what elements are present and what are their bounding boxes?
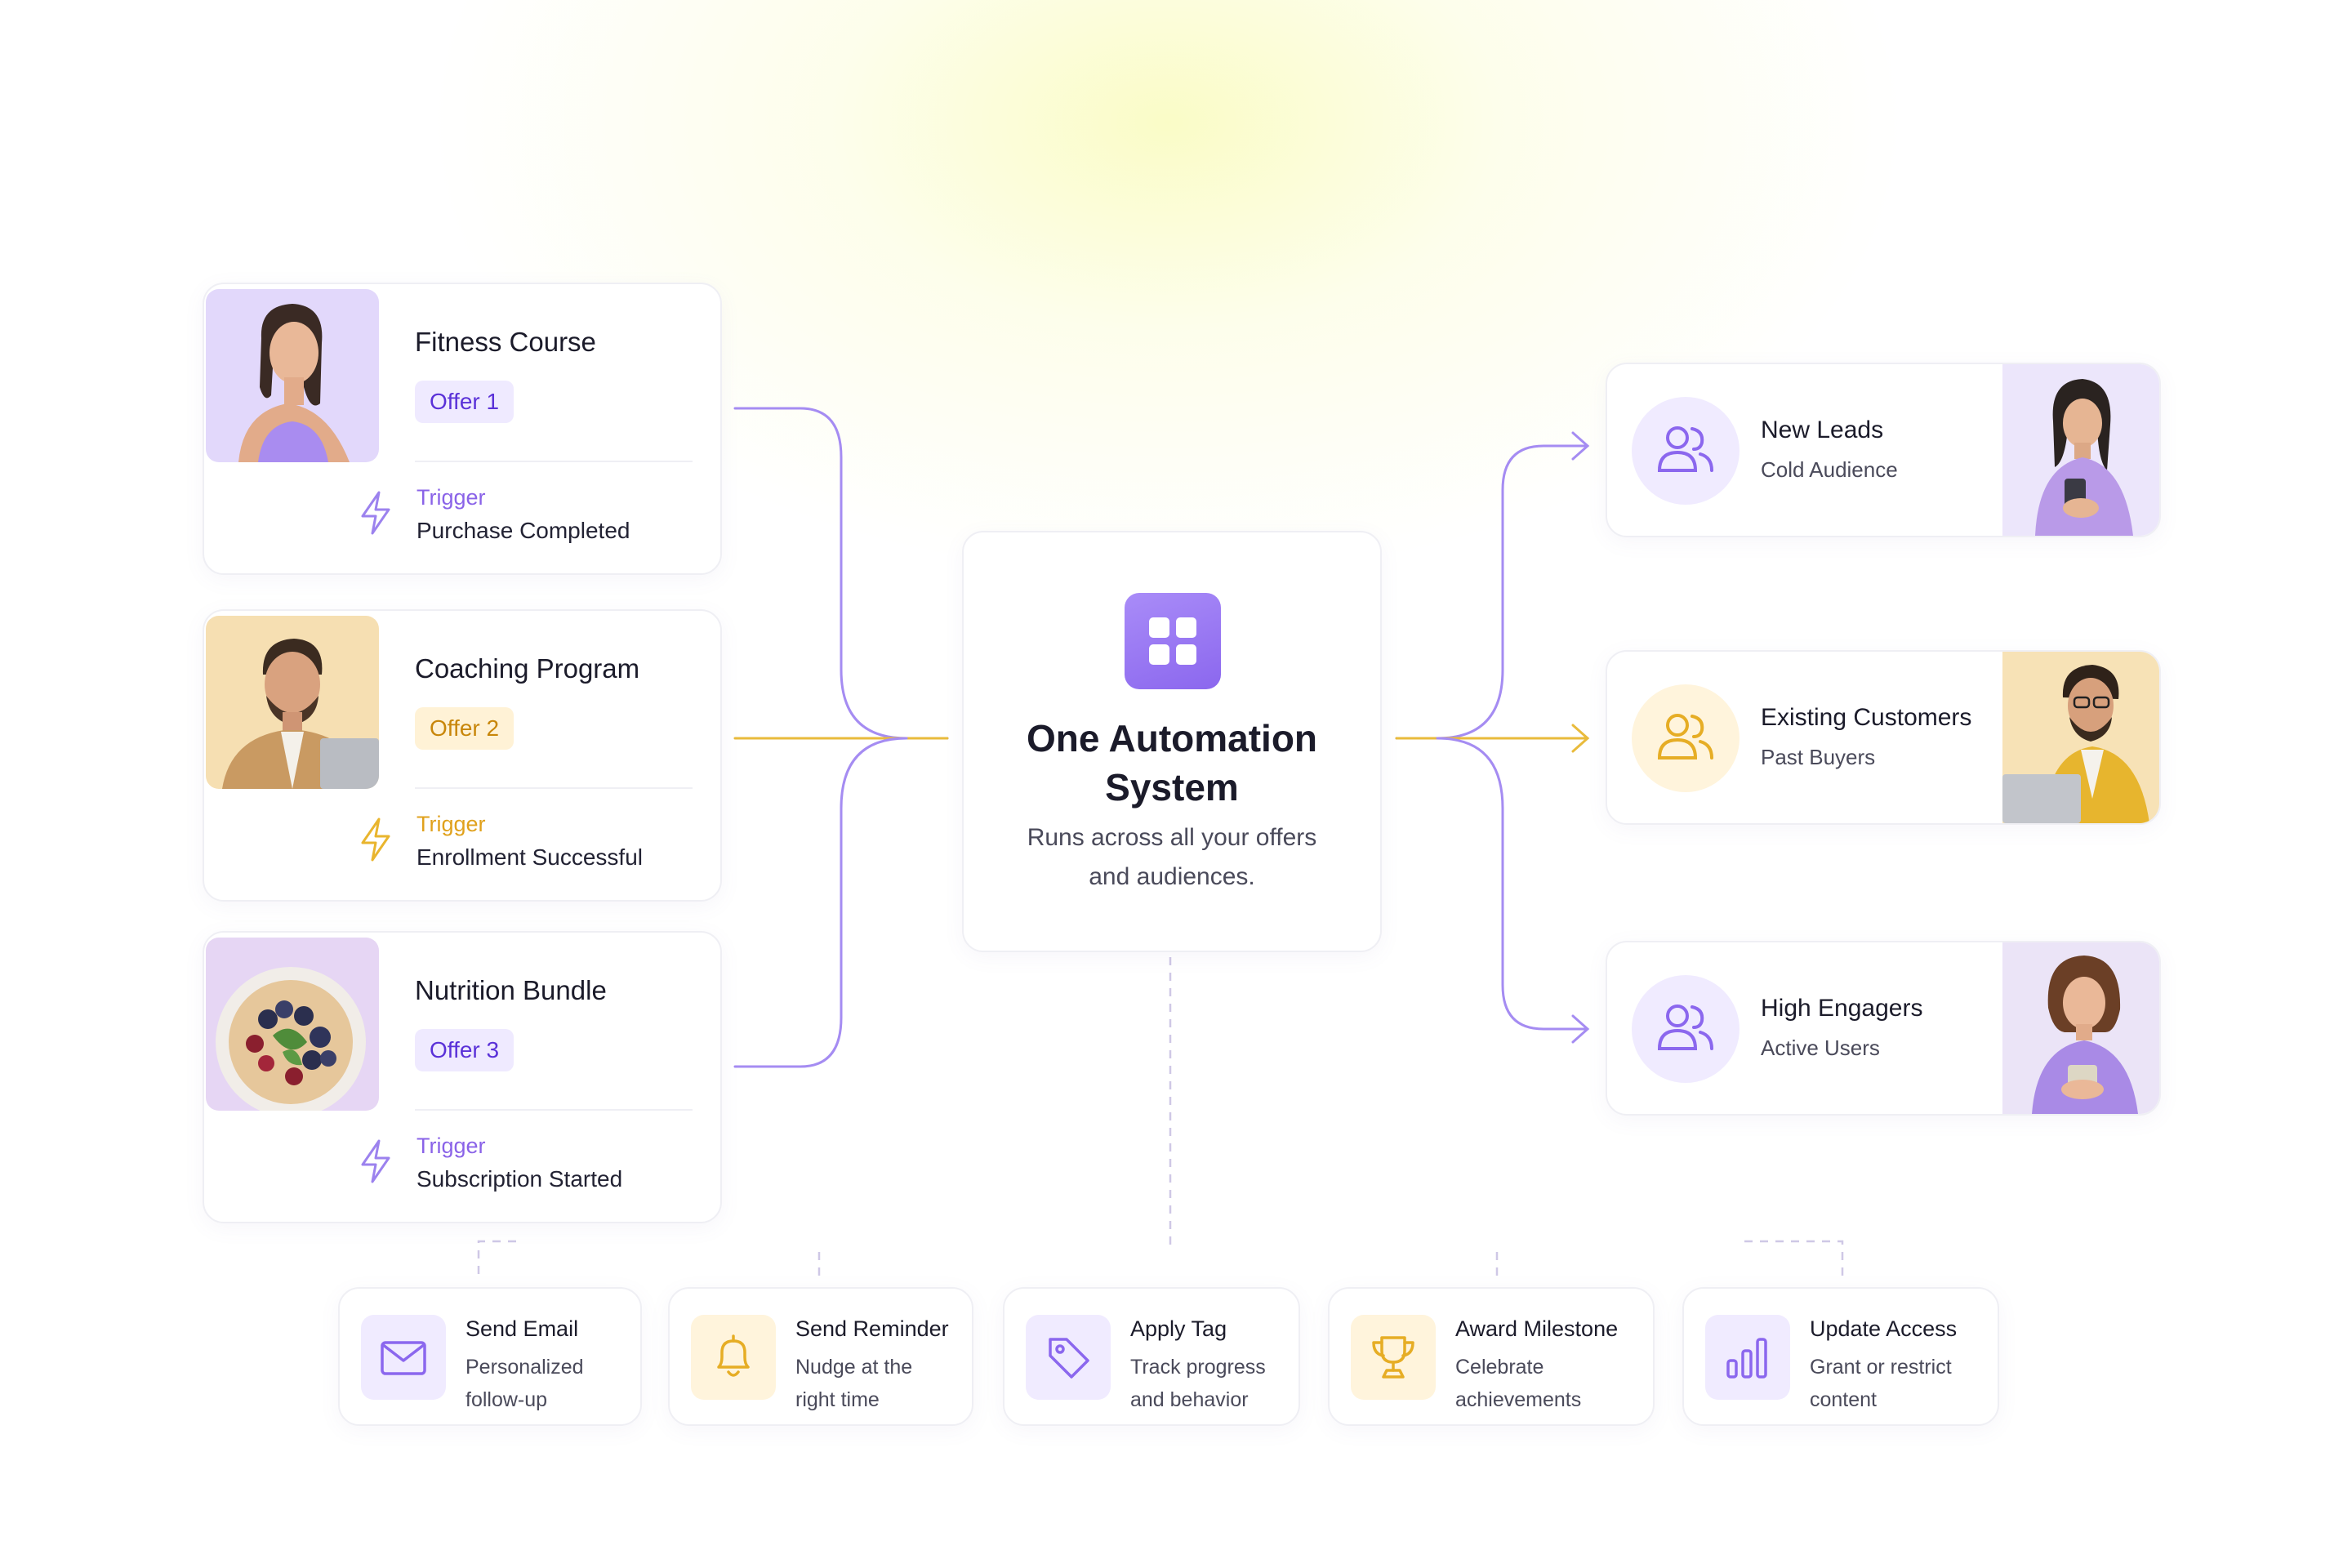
offer-badge: Offer 1 [415, 381, 514, 423]
users-icon [1632, 397, 1740, 505]
action-description-line: Celebrate [1455, 1356, 1544, 1379]
offer-badge: Offer 3 [415, 1029, 514, 1071]
audience-subtitle: Cold Audience [1761, 457, 1898, 482]
action-card-send-reminder[interactable]: Send Reminder Nudge at the right time [668, 1287, 973, 1426]
offer-card-nutrition[interactable]: Nutrition Bundle Offer 3 Trigger Subscri… [203, 931, 722, 1223]
audience-subtitle: Active Users [1761, 1036, 1880, 1060]
trigger-label: Trigger [416, 812, 486, 836]
divider [415, 787, 693, 789]
high-engagers-photo [2002, 942, 2159, 1114]
action-card-send-email[interactable]: Send Email Personalized follow-up [338, 1287, 642, 1426]
bar-chart-icon [1705, 1315, 1790, 1400]
trigger-value: Enrollment Successful [416, 844, 644, 870]
coaching-photo [206, 616, 379, 789]
action-description-line: achievements [1455, 1388, 1582, 1411]
existing-customers-photo [2002, 652, 2159, 823]
fitness-photo [206, 289, 379, 462]
action-card-apply-tag[interactable]: Apply Tag Track progress and behavior [1003, 1287, 1300, 1426]
offer-title: Fitness Course [415, 327, 596, 357]
trigger-label: Trigger [416, 1134, 486, 1158]
action-card-update-access[interactable]: Update Access Grant or restrict content [1682, 1287, 1999, 1426]
users-icon [1632, 975, 1740, 1083]
connector-audience-1-arrow [1571, 431, 1590, 461]
offer-badge: Offer 2 [415, 707, 514, 750]
action-description: Celebrate achievements [1455, 1351, 1581, 1416]
connector-action-5 [1743, 1240, 1844, 1276]
action-description-line: Track progress [1130, 1356, 1266, 1379]
trigger-label: Trigger [416, 485, 486, 510]
offer-card-fitness[interactable]: Fitness Course Offer 1 Trigger Purchase … [203, 283, 722, 575]
action-description-line: right time [795, 1388, 880, 1411]
trigger-value: Subscription Started [416, 1166, 623, 1192]
audience-card-high-engagers[interactable]: High Engagers Active Users [1606, 941, 2161, 1116]
tag-icon [1026, 1315, 1111, 1400]
action-title: Apply Tag [1130, 1316, 1227, 1341]
audience-title: High Engagers [1761, 995, 1923, 1022]
new-leads-photo [2002, 364, 2159, 536]
connector-audience-1 [1395, 444, 1588, 740]
center-subtitle: Runs across all your offers and audience… [1027, 824, 1317, 890]
action-description: Track progress and behavior [1130, 1351, 1266, 1416]
divider [415, 1109, 693, 1111]
offer-title: Coaching Program [415, 653, 640, 684]
action-title: Send Email [466, 1316, 579, 1341]
divider [415, 461, 693, 462]
connector-audience-3-arrow [1571, 1014, 1590, 1044]
action-description-line: Grant or restrict [1810, 1356, 1952, 1379]
action-description-line: follow-up [466, 1388, 548, 1411]
audience-subtitle: Past Buyers [1761, 745, 1876, 769]
automation-system-card[interactable]: One Automation System Runs across all yo… [962, 531, 1382, 952]
action-card-award-milestone[interactable]: Award Milestone Celebrate achievements [1328, 1287, 1655, 1426]
connector-action-1 [477, 1240, 516, 1274]
nutrition-photo [206, 938, 379, 1111]
lightning-icon [361, 1139, 390, 1183]
action-description-line: Nudge at the [795, 1356, 913, 1379]
action-description: Personalized follow-up [466, 1351, 584, 1416]
center-title: One Automation System [1026, 717, 1318, 808]
action-description: Nudge at the right time [795, 1351, 912, 1416]
audience-title: New Leads [1761, 416, 1884, 443]
lightning-icon [361, 817, 390, 862]
trigger-value: Purchase Completed [416, 518, 630, 543]
users-icon [1632, 684, 1740, 792]
audience-card-existing-customers[interactable]: Existing Customers Past Buyers [1606, 650, 2161, 825]
offer-card-coaching[interactable]: Coaching Program Offer 2 Trigger Enrollm… [203, 609, 722, 902]
action-title: Send Reminder [795, 1316, 949, 1341]
connector-offer-1 [733, 407, 949, 740]
action-description-line: Personalized [466, 1356, 584, 1379]
audience-card-new-leads[interactable]: New Leads Cold Audience [1606, 363, 2161, 537]
action-description-line: and behavior [1130, 1388, 1249, 1411]
trophy-icon [1351, 1315, 1436, 1400]
connector-audience-3 [1436, 737, 1588, 1031]
offer-title: Nutrition Bundle [415, 975, 607, 1005]
audience-title: Existing Customers [1761, 704, 1972, 731]
grid-icon [1125, 593, 1221, 689]
mail-icon [361, 1315, 446, 1400]
connector-audience-2-arrow [1571, 724, 1590, 753]
action-title: Update Access [1810, 1316, 1958, 1341]
action-description: Grant or restrict content [1810, 1351, 1952, 1416]
bell-icon [691, 1315, 776, 1400]
connector-offer-3 [733, 737, 908, 1068]
action-description-line: content [1810, 1388, 1878, 1411]
action-title: Award Milestone [1455, 1316, 1619, 1341]
lightning-icon [361, 491, 390, 535]
